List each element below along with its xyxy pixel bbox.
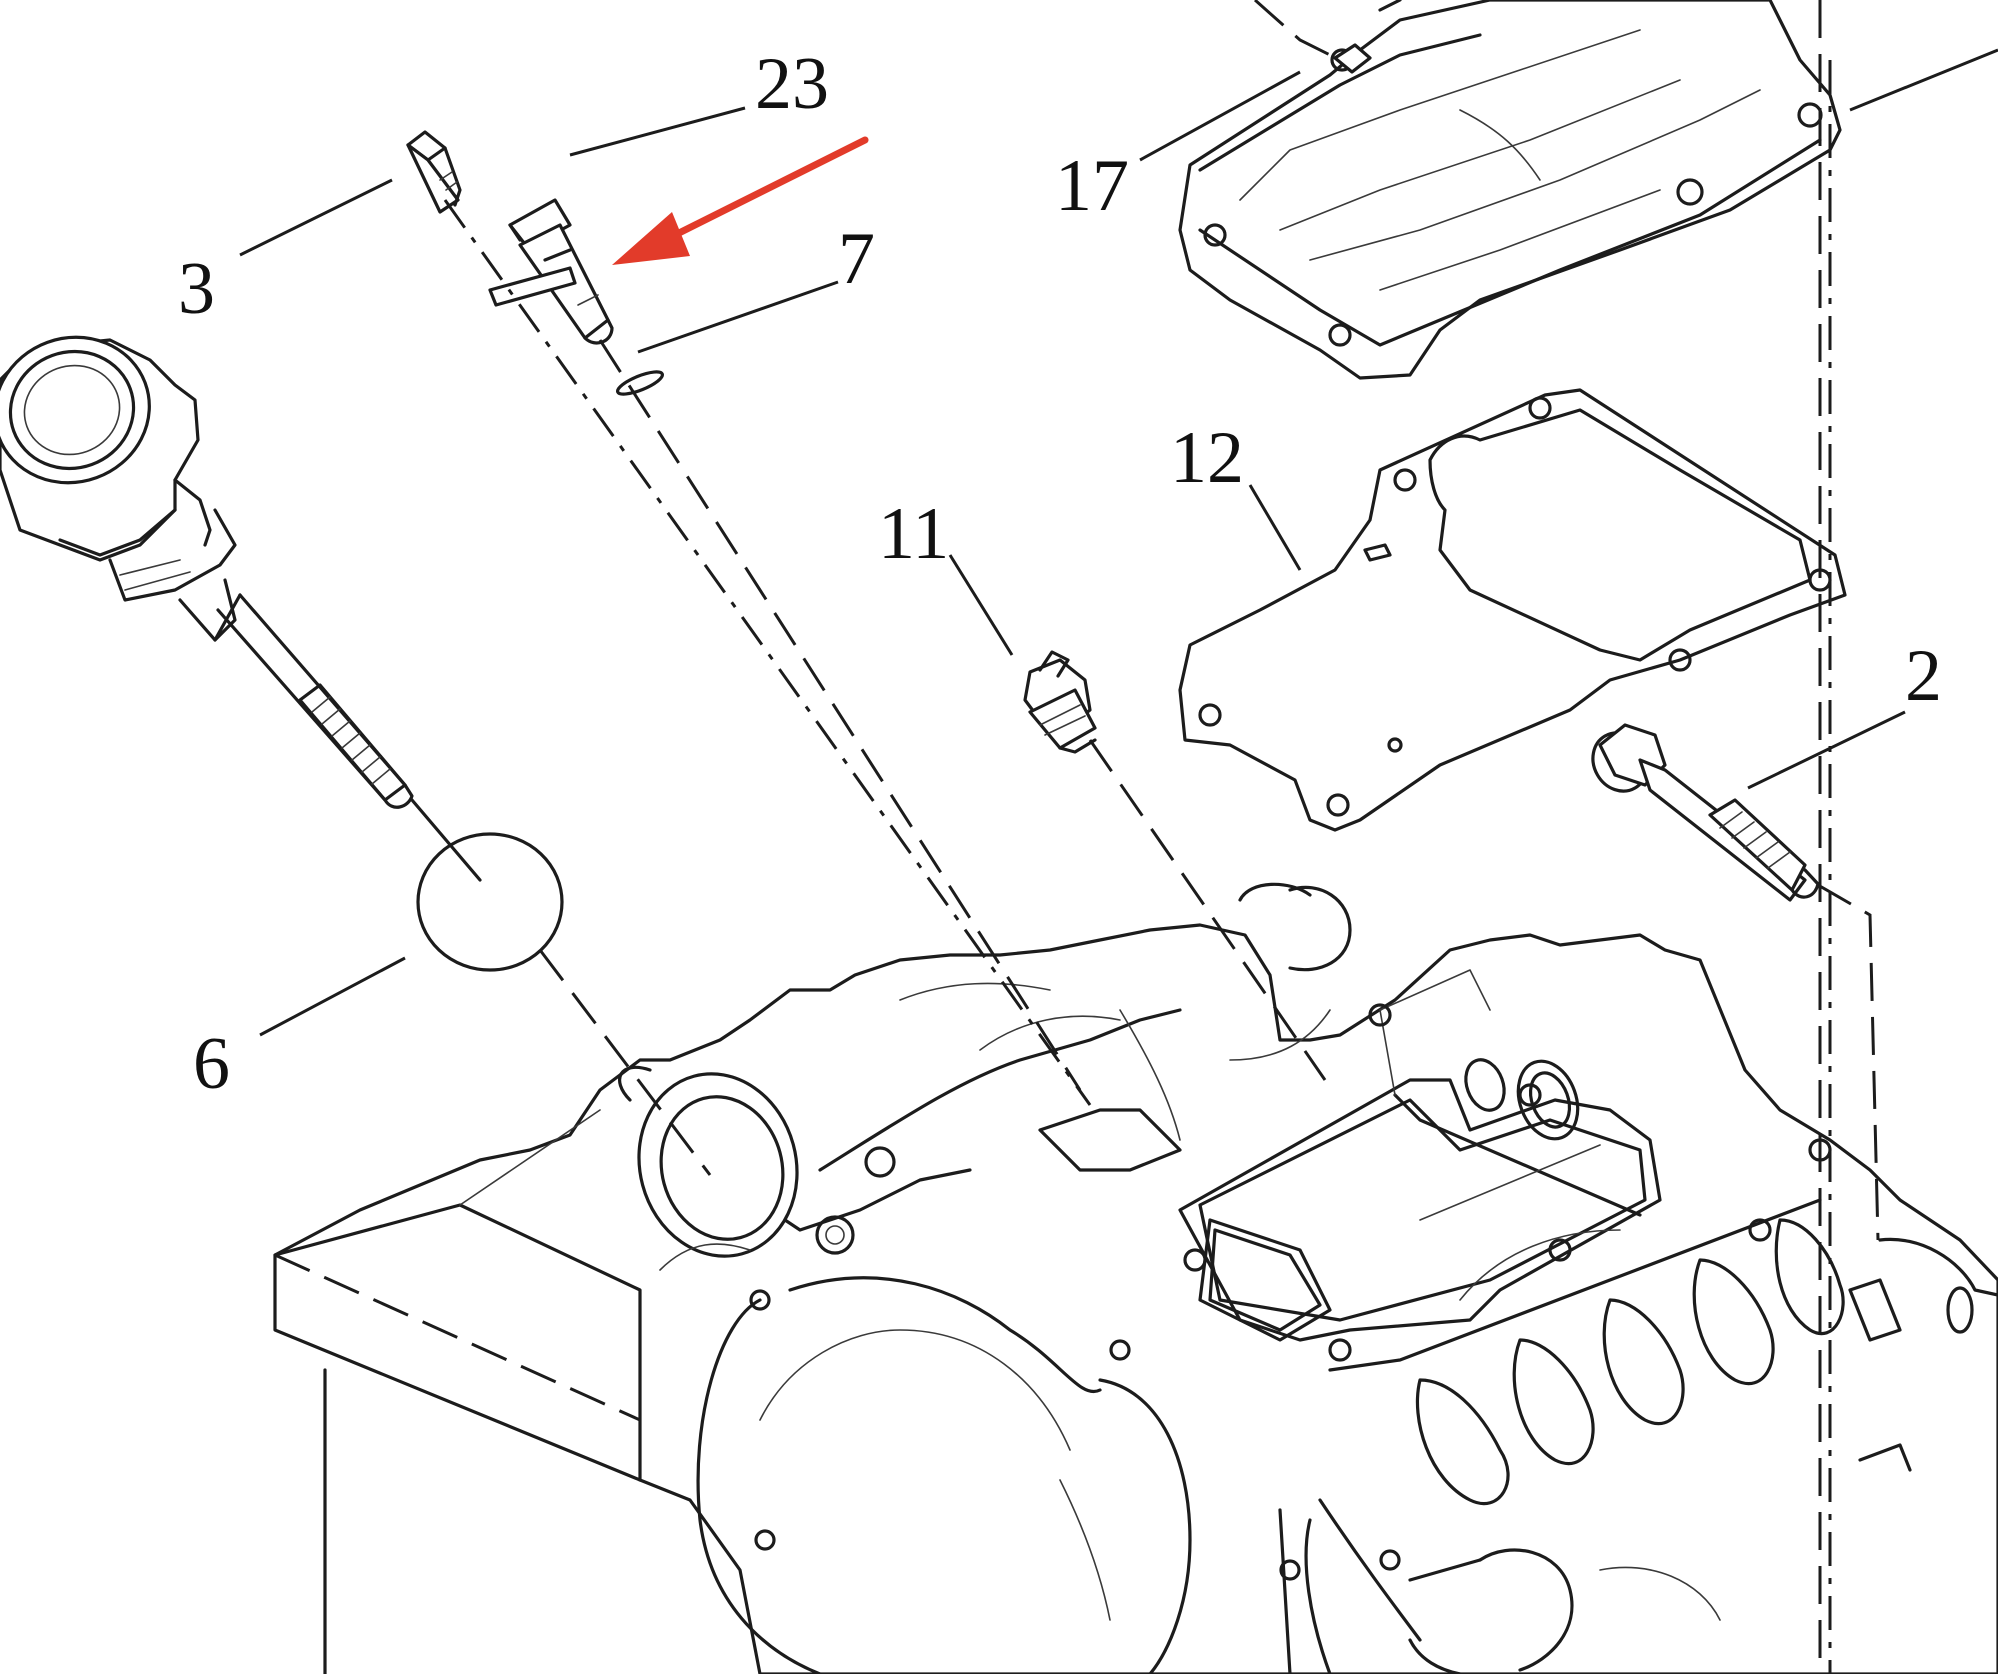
callout-6: 6 [193,1023,230,1105]
red-pointer-arrow [612,136,869,265]
neutral-switch-part-11 [1023,650,1097,754]
small-o-ring-part-7 [615,370,665,396]
callout-7: 7 [838,218,875,300]
screw-part-3 [406,130,462,214]
assembly-center-lines [274,0,1880,1674]
o-ring-part-6 [416,832,564,972]
drain-plug-part-23 [488,198,614,345]
callout-labels: 23 3 7 17 12 11 2 6 [178,43,1942,1105]
transmission-housing [273,882,1998,1674]
dipstick-filler-cap [0,335,414,809]
callout-23: 23 [755,43,829,125]
callout-3: 3 [178,248,215,330]
callout-11: 11 [878,493,949,575]
flange-bolt-part-2 [1591,723,1820,902]
callout-2: 2 [1905,635,1942,717]
callout-17: 17 [1055,145,1129,227]
top-cover-part-17 [1178,0,1842,380]
gasket-part-12 [1178,388,1847,832]
callout-leaders [239,48,1998,1037]
callout-12: 12 [1170,417,1244,499]
